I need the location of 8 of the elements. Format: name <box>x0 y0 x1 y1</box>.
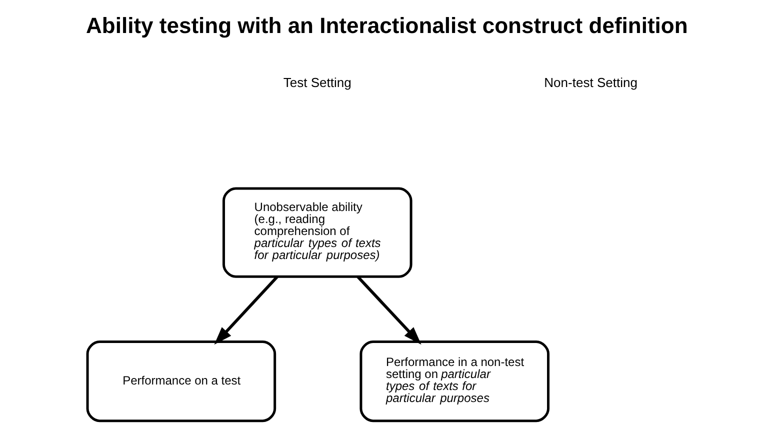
label: Non-test Setting <box>544 75 638 90</box>
arrow <box>214 276 278 345</box>
node-box: Unobservable ability (e.g., reading comprehension of particular types of texts for particular purposes) <box>222 187 412 278</box>
node-box: Performance on a test <box>86 340 276 422</box>
node-box: Performance in a non-test setting on particular types of texts for particular purposes <box>360 340 550 422</box>
label: Test Setting <box>283 75 352 90</box>
arrow <box>356 276 422 345</box>
diagram-title: Ability testing with an Interactionalist construct definition <box>86 12 688 38</box>
